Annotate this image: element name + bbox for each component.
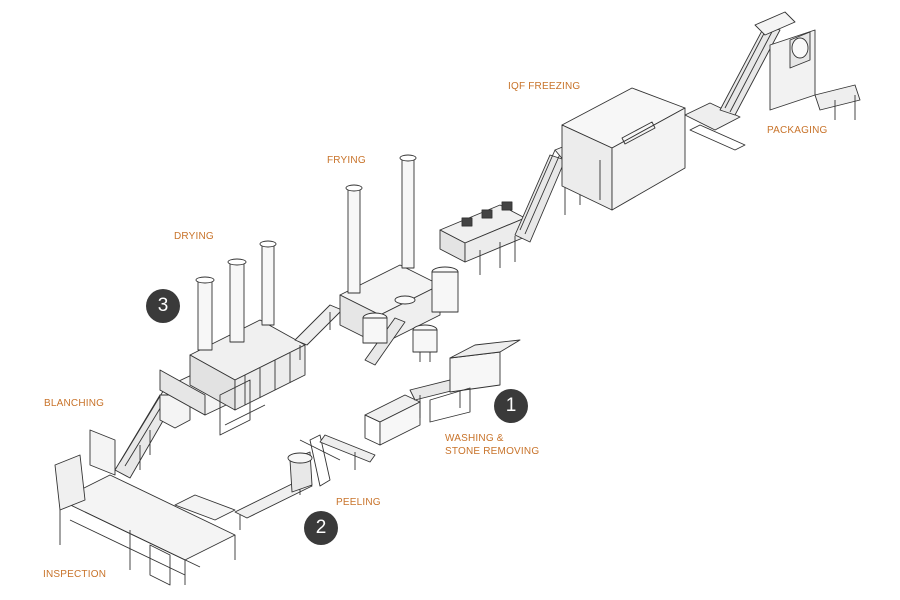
- step-badge-3: 3: [146, 289, 180, 323]
- packaging-label: PACKAGING: [767, 125, 828, 136]
- peeling-machine: [174, 434, 376, 530]
- dryer-machine: [159, 240, 306, 436]
- inspection-table: [59, 474, 236, 586]
- iqf-freezer: [561, 87, 686, 211]
- packaging-machine: [684, 11, 861, 151]
- step-badge-1: 1: [494, 389, 528, 423]
- fryer-machine: [339, 154, 459, 366]
- drying-label: DRYING: [174, 231, 214, 242]
- washing-label-line1: WASHING &: [445, 433, 504, 444]
- peeling-label: PEELING: [336, 497, 381, 508]
- blanching-label: BLANCHING: [44, 398, 105, 409]
- washing-label-line2: STONE REMOVING: [445, 446, 540, 457]
- iqf-freezing-label: IQF FREEZING: [508, 81, 581, 92]
- deoiling-section: [439, 201, 526, 275]
- blanching-machine: [54, 387, 191, 511]
- washing-machine: [364, 339, 521, 446]
- step-badge-2: 2: [304, 511, 338, 545]
- frying-label: FRYING: [327, 155, 366, 166]
- inspection-label: INSPECTION: [43, 569, 107, 580]
